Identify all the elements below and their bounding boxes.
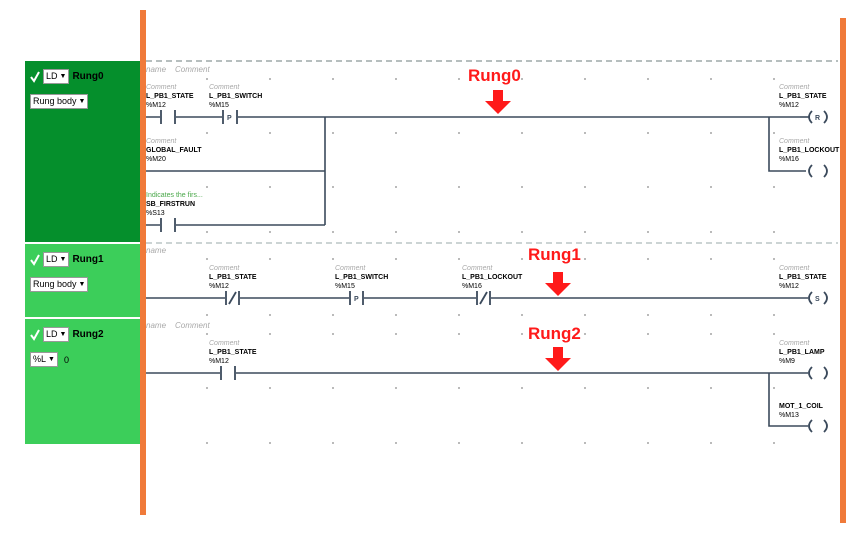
coil-name[interactable]: L_PB1_LOCKOUT <box>779 147 840 154</box>
contact-comment: Comment <box>209 340 240 347</box>
rung-name: Rung2 <box>72 329 104 340</box>
contact-p-letter: P <box>227 115 232 122</box>
chevron-down-icon: ▼ <box>48 356 55 363</box>
coil-address: %M13 <box>779 412 799 419</box>
contact-name[interactable]: L_PB1_SWITCH <box>335 274 389 281</box>
contact-p-letter: P <box>354 296 359 303</box>
grid-dots <box>206 78 775 444</box>
rung-name-placeholder[interactable]: name <box>146 321 167 330</box>
right-power-rail <box>840 18 846 523</box>
contact-p-icon <box>349 291 364 305</box>
contact-address: %M12 <box>146 102 166 109</box>
callout-rung1: Rung1 <box>528 245 581 264</box>
contact-comment: Indicates the firs... <box>146 192 203 199</box>
chevron-down-icon: ▼ <box>78 281 86 288</box>
contact-address: %M20 <box>146 156 166 163</box>
contact-name[interactable]: GLOBAL_FAULT <box>146 147 202 154</box>
rung2-panel[interactable]: LD▼ Rung2 %L▼ 0 <box>25 319 141 444</box>
coil-name[interactable]: L_PB1_STATE <box>779 93 827 100</box>
callout-rung0: Rung0 <box>468 66 521 85</box>
language-select[interactable]: LD▼ <box>43 252 70 267</box>
contact-nc-icon <box>476 291 491 305</box>
check-icon[interactable] <box>30 329 40 341</box>
coil-set-icon <box>808 291 828 305</box>
coil-r-letter: R <box>815 115 820 122</box>
contact-address: %M12 <box>209 358 229 365</box>
language-select[interactable]: LD▼ <box>43 327 70 342</box>
contact-name[interactable]: L_PB1_STATE <box>209 274 257 281</box>
label-value: 0 <box>63 354 69 365</box>
contact-address: %M12 <box>209 283 229 290</box>
check-icon[interactable] <box>30 254 40 266</box>
coil-name[interactable]: L_PB1_LAMP <box>779 349 825 356</box>
coil-comment: Comment <box>779 84 810 91</box>
callout-rung2: Rung2 <box>528 324 581 343</box>
contact-address: %S13 <box>146 210 165 217</box>
contact-no-icon <box>220 366 236 380</box>
rung-comment-placeholder[interactable]: Comment <box>175 65 210 74</box>
contact-address: %M16 <box>462 283 482 290</box>
contact-comment: Comment <box>146 84 177 91</box>
rung0-coil-branch <box>768 117 806 172</box>
contact-nc-icon <box>225 291 240 305</box>
check-icon[interactable] <box>30 71 40 83</box>
coil-name[interactable]: L_PB1_STATE <box>779 274 827 281</box>
contact-comment: Comment <box>335 265 366 272</box>
contact-name[interactable]: L_PB1_SWITCH <box>209 93 263 100</box>
contact-no-icon <box>160 110 176 124</box>
contact-address: %M15 <box>335 283 355 290</box>
coil-comment: Comment <box>779 340 810 347</box>
arrow-down-icon <box>545 347 571 371</box>
coil-icon <box>808 366 828 380</box>
rung-name: Rung1 <box>72 254 104 265</box>
coil-comment: Comment <box>779 138 810 145</box>
contact-p-icon <box>222 110 238 124</box>
rung-type-select[interactable]: Rung body▼ <box>30 277 89 292</box>
coil-s-letter: S <box>815 296 820 303</box>
rung2-coil-branch <box>768 373 808 427</box>
contact-address: %M15 <box>209 102 229 109</box>
contact-name[interactable]: L_PB1_STATE <box>209 349 257 356</box>
chevron-down-icon: ▼ <box>59 73 67 80</box>
contact-comment: Comment <box>146 138 177 145</box>
chevron-down-icon: ▼ <box>78 98 86 105</box>
contact-name[interactable]: SB_FIRSTRUN <box>146 201 196 208</box>
coil-address: %M12 <box>779 283 799 290</box>
rung0-panel[interactable]: LD▼ Rung0 Rung body▼ <box>25 61 141 242</box>
contact-no-icon <box>160 218 176 232</box>
contact-comment: Comment <box>209 265 240 272</box>
coil-address: %M16 <box>779 156 799 163</box>
chevron-down-icon: ▼ <box>59 331 67 338</box>
left-power-rail <box>140 10 146 515</box>
arrow-down-icon <box>485 90 511 114</box>
coil-address: %M12 <box>779 102 799 109</box>
coil-reset-icon <box>808 110 828 124</box>
rung-name-placeholder[interactable]: name <box>146 65 167 74</box>
rung-name-placeholder[interactable]: name <box>146 246 167 255</box>
rung-comment-placeholder[interactable]: Comment <box>175 321 210 330</box>
rung0-branch-wire <box>146 117 326 226</box>
rung-type-select[interactable]: Rung body▼ <box>30 94 89 109</box>
chevron-down-icon: ▼ <box>59 256 67 263</box>
rung1-panel[interactable]: LD▼ Rung1 Rung body▼ <box>25 244 141 317</box>
contact-comment: Comment <box>209 84 240 91</box>
coil-icon <box>808 164 828 178</box>
contact-name[interactable]: L_PB1_LOCKOUT <box>462 274 523 281</box>
coil-address: %M9 <box>779 358 795 365</box>
contact-comment: Comment <box>462 265 493 272</box>
coil-icon <box>808 419 828 433</box>
language-select[interactable]: LD▼ <box>43 69 70 84</box>
coil-comment: Comment <box>779 265 810 272</box>
contact-name[interactable]: L_PB1_STATE <box>146 93 194 100</box>
rung-name: Rung0 <box>72 71 104 82</box>
coil-name[interactable]: MOT_1_COIL <box>779 403 823 410</box>
arrow-down-icon <box>545 272 571 296</box>
label-select[interactable]: %L▼ <box>30 352 58 367</box>
